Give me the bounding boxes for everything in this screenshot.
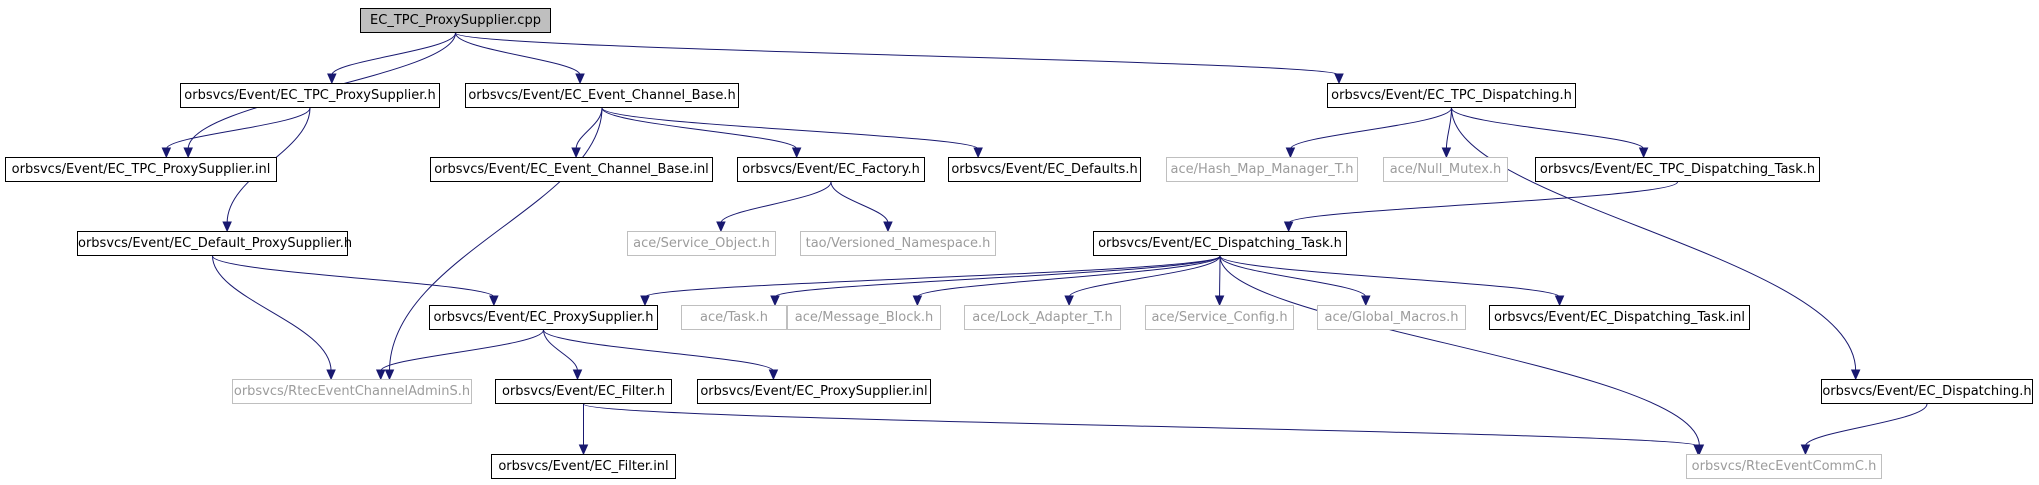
edge-arrowhead: [161, 147, 172, 159]
node-rtec-event-comm-c-h[interactable]: orbsvcs/RtecEventCommC.h: [1686, 454, 1882, 479]
node-ec-event-channel-base-h[interactable]: orbsvcs/Event/EC_Event_Channel_Base.h: [465, 83, 739, 108]
node-lock-adapter-t-h[interactable]: ace/Lock_Adapter_T.h: [964, 305, 1121, 330]
edge-ec_dispatching_task_h-to-ec_dispatching_task_inl: [1219, 255, 1561, 298]
edge-arrowhead: [578, 444, 589, 456]
node-ec-tpc-dispatching-task-h[interactable]: orbsvcs/Event/EC_TPC_Dispatching_Task.h: [1535, 157, 1820, 182]
edge-ec_dispatching_task_h-to-ec_proxysupplier_h: [644, 255, 1221, 298]
edge-arrowhead: [489, 295, 499, 307]
edge-arrowhead: [327, 73, 337, 85]
node-ec-factory-h[interactable]: orbsvcs/Event/EC_Factory.h: [737, 157, 925, 182]
edge-arrowhead: [883, 221, 893, 233]
edge-ec_factory_h-to-service_object_h: [720, 181, 832, 224]
edge-ec_dispatching_task_h-to-task_h: [774, 255, 1221, 298]
node-hash-map-manager-t-h[interactable]: ace/Hash_Map_Manager_T.h: [1166, 157, 1358, 182]
edge-ec_dispatching_task_h-to-global_macros_h: [1219, 255, 1367, 298]
edge-arrowhead: [640, 295, 650, 307]
edge-arrowhead: [1064, 295, 1074, 307]
edge-arrowhead: [1638, 147, 1649, 159]
edge-arrowhead: [183, 147, 193, 159]
edge-root-to-ec_event_channel_base_h: [455, 32, 581, 76]
edge-root-to-ec_tpc_proxysupplier_h: [331, 32, 456, 76]
edge-ec_event_channel_base_h-to-ec_event_channel_base_inl: [575, 107, 603, 150]
node-ec-dispatching-task-inl[interactable]: orbsvcs/Event/EC_Dispatching_Task.inl: [1489, 305, 1750, 330]
node-ec-dispatching-task-h[interactable]: orbsvcs/Event/EC_Dispatching_Task.h: [1093, 231, 1347, 256]
edge-ec_default_proxysupplier_h-to-ec_proxysupplier_h: [212, 255, 495, 298]
edge-ec_event_channel_base_h-to-ec_factory_h: [601, 107, 798, 150]
edge-ec_default_proxysupplier_h-to-rtec_event_channel_admin_s_h: [212, 255, 332, 372]
edge-ec_tpc_dispatching_task_h-to-ec_dispatching_task_h: [1288, 181, 1678, 224]
edge-ec_tpc_dispatching_h-to-hash_map_manager_t_h: [1289, 107, 1452, 150]
edge-arrowhead: [1285, 147, 1296, 159]
edge-arrowhead: [770, 295, 780, 307]
edge-arrowhead: [572, 369, 583, 381]
edge-ec_tpc_dispatching_h-to-ec_tpc_dispatching_task_h: [1451, 107, 1645, 150]
node-ec-proxysupplier-inl[interactable]: orbsvcs/Event/EC_ProxySupplier.inl: [697, 379, 931, 404]
edge-arrowhead: [575, 73, 585, 85]
edge-arrowhead: [1361, 295, 1371, 307]
node-task-h[interactable]: ace/Task.h: [681, 305, 787, 330]
edge-ec_dispatching_task_h-to-lock_adapter_t_h: [1068, 255, 1221, 298]
edge-root-to-ec_tpc_dispatching_h: [455, 32, 1340, 76]
edge-arrowhead: [384, 369, 395, 381]
edge-arrowhead: [1554, 295, 1565, 307]
edge-ec_tpc_proxysupplier_h-to-ec_tpc_proxysupplier_inl: [165, 107, 311, 150]
edge-ec_dispatching_task_h-to-message_block_h: [916, 255, 1221, 298]
edge-arrowhead: [1214, 295, 1225, 307]
edge-arrowhead: [1283, 221, 1294, 233]
node-ec-tpc-proxysupplier-cpp[interactable]: EC_TPC_ProxySupplier.cpp: [360, 8, 551, 33]
node-ec-event-channel-base-inl[interactable]: orbsvcs/Event/EC_Event_Channel_Base.inl: [430, 157, 713, 182]
node-null-mutex-h[interactable]: ace/Null_Mutex.h: [1383, 157, 1508, 182]
edge-arrowhead: [716, 221, 726, 233]
edge-arrowhead: [1800, 444, 1811, 456]
node-rtec-event-channel-admin-s-h[interactable]: orbsvcs/RtecEventChannelAdminS.h: [232, 379, 472, 404]
node-ec-filter-h[interactable]: orbsvcs/Event/EC_Filter.h: [495, 379, 672, 404]
edge-ec_proxysupplier_h-to-ec_filter_h: [543, 329, 578, 372]
edge-arrowhead: [326, 369, 336, 381]
edge-ec_event_channel_base_h-to-rtec_event_channel_admin_s_h: [389, 107, 603, 372]
node-ec-proxysupplier-h[interactable]: orbsvcs/Event/EC_ProxySupplier.h: [429, 305, 658, 330]
edge-arrowhead: [1441, 147, 1452, 159]
edge-arrowhead: [1334, 73, 1344, 85]
edge-ec_tpc_dispatching_h-to-ec_dispatching_h: [1451, 107, 1857, 372]
edge-ec_event_channel_base_h-to-ec_defaults_h: [601, 107, 979, 150]
edge-ec_tpc_dispatching_h-to-null_mutex_h: [1445, 107, 1452, 150]
node-ec-filter-inl[interactable]: orbsvcs/Event/EC_Filter.inl: [491, 454, 676, 479]
edge-arrowhead: [222, 221, 232, 233]
edge-arrowhead: [973, 147, 983, 159]
node-service-object-h[interactable]: ace/Service_Object.h: [627, 231, 776, 256]
edge-arrowhead: [768, 369, 779, 381]
node-service-config-h[interactable]: ace/Service_Config.h: [1145, 305, 1294, 330]
node-ec-dispatching-h[interactable]: orbsvcs/Event/EC_Dispatching.h: [1821, 379, 2033, 404]
edge-arrowhead: [912, 295, 923, 307]
edge-ec_proxysupplier_h-to-ec_proxysupplier_inl: [543, 329, 774, 372]
edge-arrowhead: [791, 147, 802, 159]
edge-arrowhead: [1850, 369, 1861, 381]
node-ec-tpc-dispatching-h[interactable]: orbsvcs/Event/EC_TPC_Dispatching.h: [1327, 83, 1576, 108]
node-versioned-namespace-h[interactable]: tao/Versioned_Namespace.h: [800, 231, 996, 256]
edge-arrowhead: [571, 147, 581, 159]
edge-ec_dispatching_h-to-rtec_event_comm_c_h: [1804, 403, 1928, 447]
node-message-block-h[interactable]: ace/Message_Block.h: [787, 305, 941, 330]
node-ec-defaults-h[interactable]: orbsvcs/Event/EC_Defaults.h: [948, 157, 1141, 182]
edge-ec_factory_h-to-versioned_namespace_h: [830, 181, 889, 224]
node-ec-tpc-proxysupplier-h[interactable]: orbsvcs/Event/EC_TPC_ProxySupplier.h: [180, 83, 440, 108]
edge-arrowhead: [1693, 444, 1703, 456]
node-ec-tpc-proxysupplier-inl[interactable]: orbsvcs/Event/EC_TPC_ProxySupplier.inl: [5, 157, 277, 182]
node-global-macros-h[interactable]: ace/Global_Macros.h: [1317, 305, 1466, 330]
node-ec-default-proxysupplier-h[interactable]: orbsvcs/Event/EC_Default_ProxySupplier.h: [77, 231, 352, 256]
edge-ec_dispatching_task_h-to-rtec_event_comm_c_h: [1219, 255, 1700, 447]
edge-ec_filter_h-to-rtec_event_comm_c_h: [583, 403, 1699, 447]
edge-arrowhead: [375, 369, 386, 381]
edge-ec_proxysupplier_h-to-rtec_event_channel_admin_s_h: [380, 329, 544, 372]
